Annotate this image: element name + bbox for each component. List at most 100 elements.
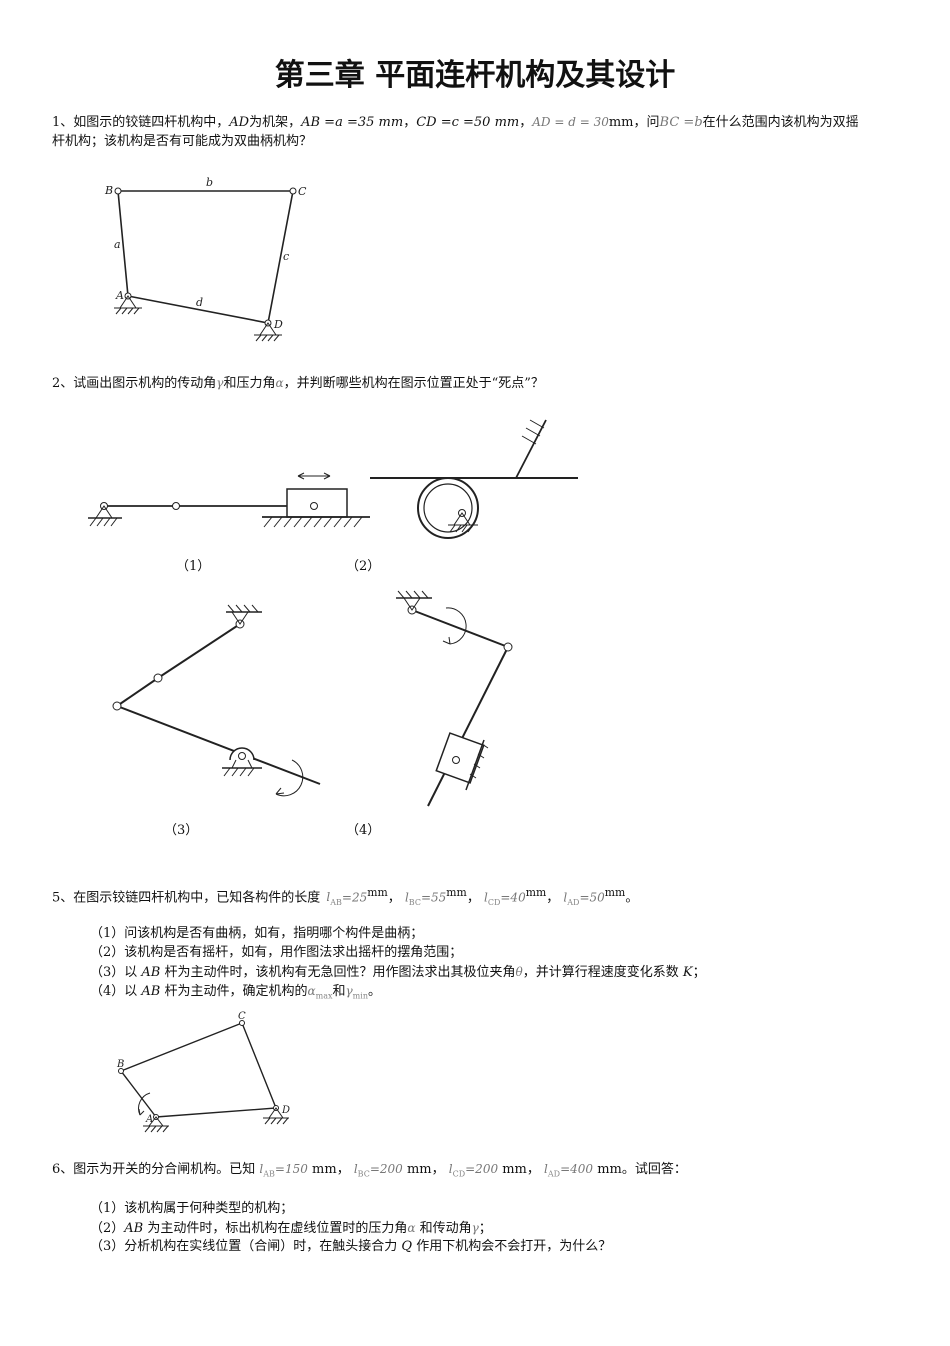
q6-item2-ab: AB [124,1221,144,1236]
q1-ad-expr: AD = d = 30 [532,115,609,129]
q5-unit-3: mm [525,886,547,899]
q1-label-a: a [114,238,121,251]
q1-line1-post: 在什么范围内该机构为双摇 [702,115,859,130]
q2-alpha: α [275,376,284,390]
page-title: 第三章 平面连杆机构及其设计 [274,58,676,93]
q6-gamma: γ [471,1221,479,1235]
q6-item-3: （3）分析机构在实线位置（合闸）时，在触头接合力 Q 作用下机构会不会打开，为什… [90,1238,611,1256]
q6-l-ad-val: =400 [560,1162,594,1176]
q5-item-3: （3）以 AB 杆为主动件时，该机构有无急回性？用作图法求出其极位夹角θ，并计算… [90,963,706,982]
q5-label-C: C [238,1011,246,1022]
q5-and: 和 [332,984,346,999]
q5-theta: θ [515,965,523,979]
q2-caption-4: （4） [346,823,381,838]
q5-item3-ab: AB [141,965,161,980]
q5-item3-k: K [682,965,693,980]
q6-item3-pre: （3）分析机构在实线位置（合闸）时，在触头接合力 [90,1239,402,1254]
q2-text-mid: 和压力角 [223,376,276,391]
q5-item3-end: ； [692,965,706,980]
q5-l-bc-val: =55 [420,890,447,905]
q1-mm: mm [608,115,634,130]
q5-label-B: B [116,1059,124,1070]
q1-bc-expr: BC =b [659,115,703,130]
q6-item2-mid2: 和传动角 [415,1221,472,1236]
q6-unit-4: mm [597,1162,622,1177]
q5-gamma-sub: min [352,991,368,1001]
q1-line1: 1、如图示的铰链四杆机构中，AD为机架，AB =a =35 mm，CD =c =… [52,115,859,130]
q5-text: 5、在图示铰链四杆机构中，已知各构件的长度 lAB=25mm， lBC=55mm… [52,886,639,907]
q6-item-2: （2）AB 为主动件时，标出机构在虚线位置时的压力角α 和传动角γ； [90,1219,492,1238]
q5-unit-2: mm [446,886,467,899]
q5-item-2: （2）该机构是否有摇杆，如有，用作图法求出摇杆的摆角范围； [90,945,463,960]
q5-item4-end: 。 [367,984,381,999]
q6-item2-mid: 为主动件时，标出机构在虚线位置时的压力角 [143,1221,408,1236]
q5-item3-pre: （3）以 [90,965,142,980]
q6-alpha: α [407,1221,416,1235]
q2-caption-2: （2） [346,559,381,574]
q2-fig1-slider-crank [88,472,370,528]
q5-item3-mid: 杆为主动件时，该机构有无急回性？用作图法求出其极位夹角 [160,965,516,980]
q2-fig4-crank-slider [396,590,513,807]
q6-text: 6、图示为开关的分合闸机构。已知 lAB=150 mm， lBC=200 mm，… [52,1162,687,1179]
q6-l-cd-val: =200 [465,1162,499,1176]
q1-ad: AD [229,115,250,130]
q5-item4-ab: AB [141,984,161,999]
q1-label-d: d [196,296,203,309]
q1-four-bar-figure: b c a d A B C D [104,176,307,342]
q5-end: 。 [625,890,639,906]
q2-text: 2、试画出图示机构的传动角γ和压力角α，并判断哪些机构在图示位置正处于“死点”？ [52,374,544,393]
q5-sep-3: ， [546,890,560,906]
q5-text-main: 5、在图示铰链四杆机构中，已知各构件的长度 [52,890,321,906]
q5-l-ad-sub: AD [567,897,580,907]
q2-caption-1: （1） [176,559,211,574]
q6-item2-pre: （2） [90,1221,125,1236]
q1-ask: 问 [646,115,660,130]
q1-line2: 杆机构；该机构是否有可能成为双曲柄机构？ [52,134,313,149]
q5-l-bc-sub: BC [408,897,421,907]
q5-alpha-sub: max [315,991,333,1001]
q1-label-D: D [273,318,283,331]
q5-unit-4: mm [604,886,626,899]
q1-prefix: 1、如图示的铰链四杆机构中， [52,115,230,130]
q6-unit-1: mm [312,1162,337,1177]
q6-item3-q: Q [401,1239,413,1254]
q1-label-B: B [104,184,113,197]
q5-label-D: D [281,1105,290,1116]
q1-label-b: b [206,176,213,189]
q6-l-ab-val: =150 [274,1162,308,1176]
q5-unit-1: mm [367,886,388,899]
q5-item3-mid2: ，并计算行程速度变化系数 [522,965,683,980]
q5-l-ad-val: =50 [579,890,605,905]
q2-text-pre: 2、试画出图示机构的传动角 [52,376,217,391]
q6-item-1: （1）该机构属于何种类型的机构； [90,1201,294,1216]
q5-gamma: γ [345,984,353,998]
q6-text-main: 6、图示为开关的分合闸机构。已知 [52,1162,256,1177]
q1-label-A: A [115,289,124,302]
q6-item3-end: 作用下机构会不会打开，为什么？ [412,1239,612,1254]
q5-l-ab-sub: AB [330,897,342,907]
q6-l-ad-sub: AD [547,1169,561,1179]
q5-sep-1: ， [387,890,401,906]
q6-l-cd-sub: CD [452,1169,466,1179]
q5-item4-pre: （4）以 [90,984,142,999]
q2-fig2-cam [370,419,578,539]
q5-item-4: （4）以 AB 杆为主动件，确定机构的αmax和γmin。 [90,982,381,1006]
q2-text-post: ，并判断哪些机构在图示位置正处于“死点”？ [283,376,544,391]
q1-label-c: c [283,250,289,263]
q5-l-cd-val: =40 [500,890,526,905]
q6-l-bc-val: =200 [369,1162,403,1176]
q5-item-1: （1）问该机构是否有曲柄，如有，指明哪个构件是曲柄； [90,926,424,941]
q6-l-ab-sub: AB [263,1169,275,1179]
q5-item4-mid: 杆为主动件，确定机构的 [160,984,308,999]
q1-ab-expr: AB =a =35 mm [301,115,404,130]
q6-end: 。试回答： [621,1162,687,1177]
q6-unit-2: mm [406,1162,432,1177]
q1-cd-expr: CD =c =50 mm [416,115,520,130]
q5-sep-2: ， [466,890,480,906]
q1-label-C: C [298,185,307,198]
q5-l-ab-val: =25 [341,890,368,905]
q5-l-cd-sub: CD [487,897,501,907]
q5-four-bar-figure: B C A D [116,1011,290,1133]
q2-gamma: γ [216,376,224,390]
q6-unit-3: mm [502,1162,527,1177]
